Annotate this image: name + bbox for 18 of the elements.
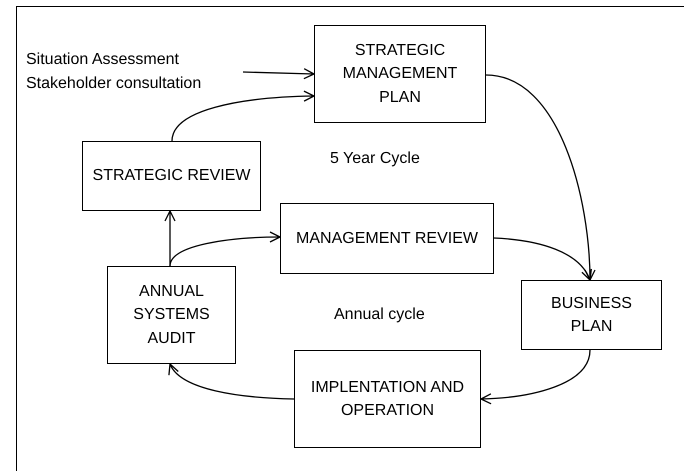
process-box: STRATEGIC MANAGEMENT PLAN <box>314 25 486 123</box>
arrow <box>169 231 281 266</box>
input-text: Situation Assessment <box>26 50 179 70</box>
process-box: IMPLENTATION AND OPERATION <box>294 350 481 448</box>
process-box: MANAGEMENT REVIEW <box>280 203 494 274</box>
arrow <box>480 350 591 404</box>
arrow <box>242 68 315 80</box>
arrow <box>486 74 596 281</box>
cycle-label: Annual cycle <box>334 306 425 324</box>
process-box: ANNUAL SYSTEMS AUDIT <box>107 266 236 364</box>
arrow <box>164 210 176 266</box>
arrow <box>171 90 315 142</box>
process-box: STRATEGIC REVIEW <box>82 141 261 211</box>
arrow <box>494 237 591 281</box>
arrow <box>169 363 294 400</box>
input-text: Stakeholder consultation <box>26 74 202 94</box>
cycle-label: 5 Year Cycle <box>330 150 420 168</box>
process-box: BUSINESS PLAN <box>521 280 662 350</box>
